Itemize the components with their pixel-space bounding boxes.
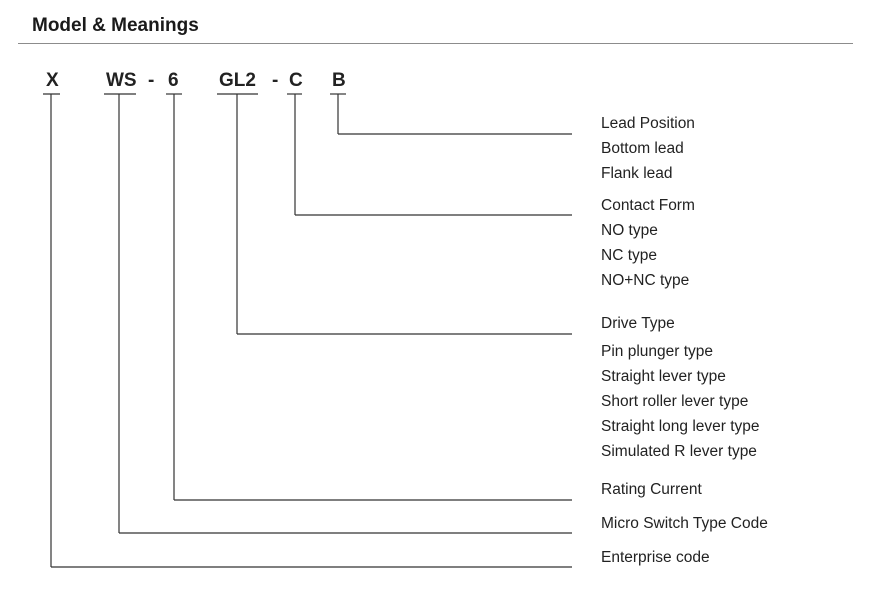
lead-option: Bottom lead (601, 140, 684, 157)
type-code-heading: Micro Switch Type Code (601, 515, 768, 532)
drive-heading: Drive Type (601, 315, 675, 332)
rating-heading: Rating Current (601, 481, 702, 498)
drive-option: Simulated R lever type (601, 443, 757, 460)
lead-heading: Lead Position (601, 115, 695, 132)
code-separator-1: - (148, 70, 155, 91)
title-divider (18, 43, 853, 44)
code-lead: B (332, 70, 346, 91)
code-contact: C (289, 70, 303, 91)
drive-option: Straight lever type (601, 368, 726, 385)
page-title: Model & Meanings (32, 15, 199, 36)
code-type: WS (106, 70, 137, 91)
code-drive: GL2 (219, 70, 256, 91)
drive-option: Short roller lever type (601, 393, 749, 410)
code-separator-2: - (272, 70, 279, 91)
code-rating: 6 (168, 70, 179, 91)
contact-heading: Contact Form (601, 197, 695, 214)
contact-option: NO+NC type (601, 272, 690, 289)
code-enterprise: X (46, 70, 59, 91)
contact-option: NC type (601, 247, 657, 264)
contact-option: NO type (601, 222, 658, 239)
drive-option: Straight long lever type (601, 418, 760, 435)
enterprise-heading: Enterprise code (601, 549, 710, 566)
drive-option: Pin plunger type (601, 343, 714, 360)
lead-option: Flank lead (601, 165, 673, 182)
